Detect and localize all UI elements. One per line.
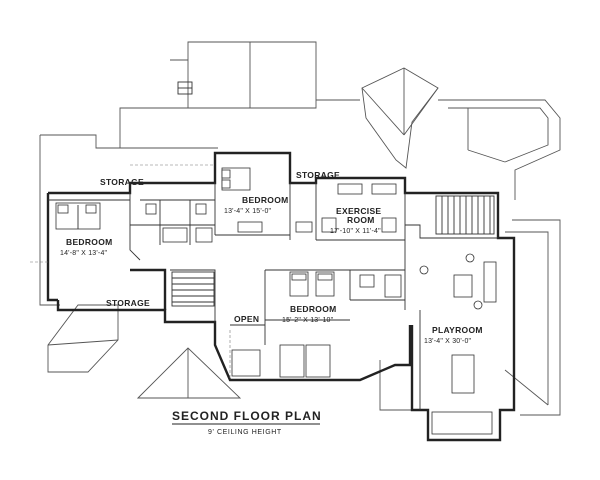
stairs-right (435, 195, 495, 235)
stairs-left (171, 271, 215, 307)
plan-title: SECOND FLOOR PLAN (172, 409, 322, 423)
plan-subtitle: 9' CEILING HEIGHT (208, 429, 282, 436)
exercise-room-name-line2: ROOM (347, 215, 375, 225)
bedroom-left-name: BEDROOM (66, 237, 113, 247)
playroom-furniture (419, 253, 497, 394)
roof-outline (39, 41, 561, 416)
bedroom-center-name: BEDROOM (290, 304, 337, 314)
bedroom-center-dims: 15'-2" X 13'-10" (282, 317, 334, 324)
exercise-equipment (321, 183, 397, 233)
interior-walls (48, 183, 498, 410)
roof-vent-icon (177, 81, 193, 95)
storage-label-top-right: STORAGE (296, 170, 340, 180)
bed-top (221, 167, 251, 191)
storage-label-bottom-left: STORAGE (106, 298, 150, 308)
dashed-lines (30, 164, 231, 378)
bedroom-left-dims: 14'-8" X 13'-4" (60, 250, 108, 257)
bath-fixtures (145, 203, 402, 298)
exercise-room-name-line1: EXERCISE (336, 206, 381, 216)
playroom-dims: 13'-4" X 30'-0" (424, 338, 472, 345)
porch-columns (231, 344, 493, 435)
exercise-room-dims: 17'-10" X 11'-4" (330, 228, 381, 235)
storage-label-top-left: STORAGE (100, 177, 144, 187)
bedroom-top-name: BEDROOM (242, 195, 289, 205)
bedroom-top-dims: 13'-4" X 15'-0" (224, 208, 272, 215)
beds-center (289, 271, 335, 297)
bed-left (55, 202, 101, 230)
open-label: OPEN (234, 314, 259, 324)
playroom-name: PLAYROOM (432, 325, 483, 335)
